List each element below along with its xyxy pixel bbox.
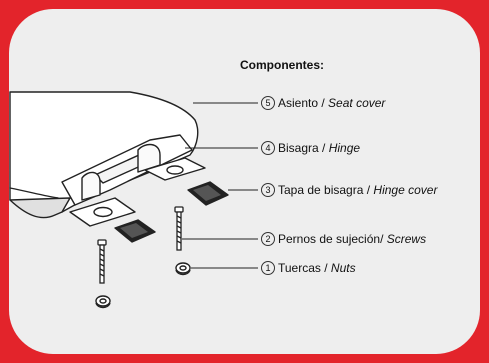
nut-left xyxy=(95,295,111,309)
screw-left xyxy=(97,239,107,284)
hinge-plate-left-hole xyxy=(93,206,113,218)
component-separator-5: / xyxy=(318,96,329,110)
seat-rim xyxy=(9,187,59,199)
hinge-barrel xyxy=(137,143,161,173)
component-separator-2: / xyxy=(380,232,387,246)
component-name-en-4: Hinge xyxy=(328,141,361,155)
component-label-3: 3 Tapa de bisagra / Hinge cover xyxy=(261,183,437,197)
component-number-1: 1 xyxy=(261,261,275,275)
hinge-plate-right-hole xyxy=(166,165,184,175)
seat-front-edge xyxy=(9,197,71,219)
component-number-5: 5 xyxy=(261,96,275,110)
component-label-5: 5 Asiento / Seat cover xyxy=(261,96,385,110)
component-name-en-5: Seat cover xyxy=(328,96,386,110)
component-separator-4: / xyxy=(318,141,329,155)
component-number-3: 3 xyxy=(261,183,275,197)
component-separator-1: / xyxy=(320,261,331,275)
component-name-es-1: Tuercas xyxy=(278,261,321,275)
hinge-barrel-left xyxy=(81,171,101,201)
components-title: Componentes: xyxy=(240,58,324,72)
component-name-en-3: Hinge cover xyxy=(373,183,438,197)
component-label-2: 2 Pernos de sujeción / Screws xyxy=(261,232,426,246)
component-number-2: 2 xyxy=(261,232,275,246)
screw-right xyxy=(174,206,184,251)
component-separator-3: / xyxy=(363,183,374,197)
component-label-1: 1 Tuercas / Nuts xyxy=(261,261,356,275)
nut-right xyxy=(175,262,191,276)
component-name-en-1: Nuts xyxy=(330,261,356,275)
component-number-4: 4 xyxy=(261,141,275,155)
component-name-en-2: Screws xyxy=(386,232,427,246)
component-label-4: 4 Bisagra / Hinge xyxy=(261,141,360,155)
component-name-es-3: Tapa de bisagra xyxy=(278,183,364,197)
component-name-es-5: Asiento xyxy=(278,96,319,110)
component-name-es-2: Pernos de sujeción xyxy=(278,232,381,246)
component-name-es-4: Bisagra xyxy=(278,141,319,155)
